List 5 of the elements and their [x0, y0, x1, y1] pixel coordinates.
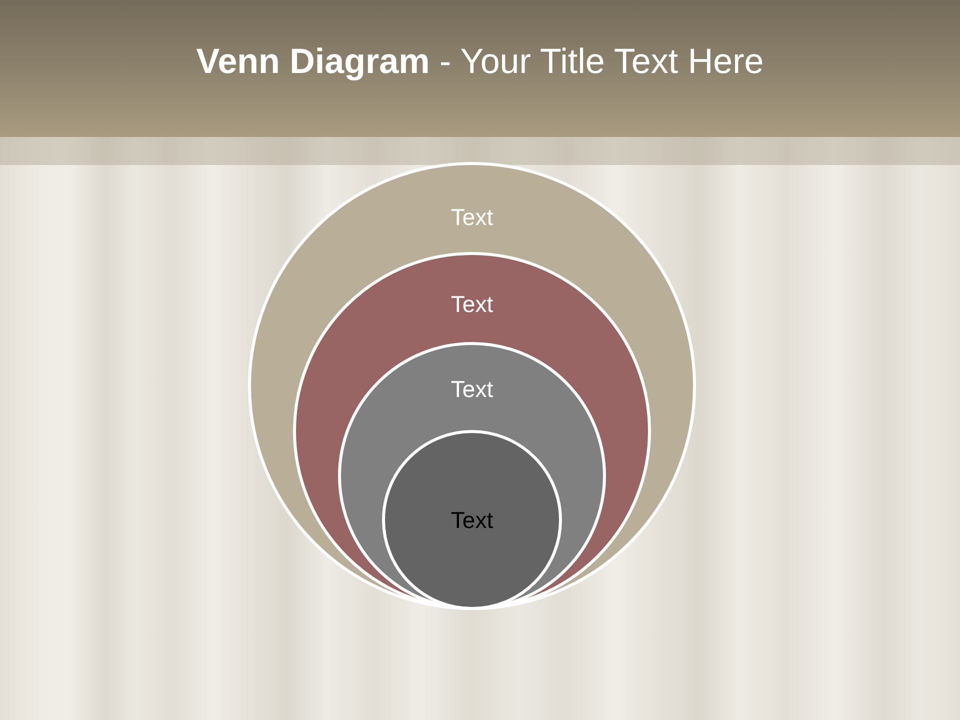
circle-label: Text [450, 374, 494, 402]
circle-label: Text [450, 506, 494, 534]
circle-label: Text [450, 203, 494, 231]
slide-title: Venn Diagram - Your Title Text Here [195, 41, 765, 83]
circle-label: Text [450, 290, 494, 318]
